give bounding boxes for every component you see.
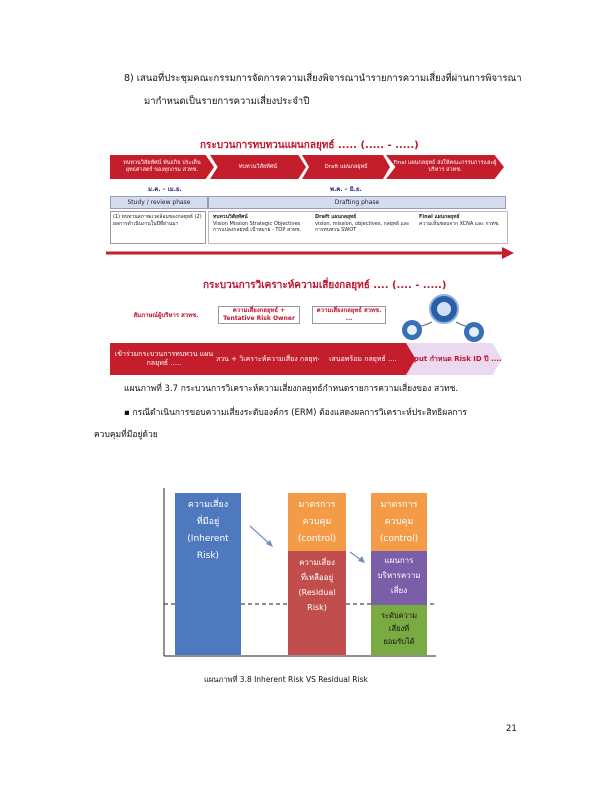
bar3-bottom-line-3: ยอมรับได้ — [383, 637, 415, 646]
risk-cycle-graphic — [402, 294, 484, 342]
bar1-line-1: ความเสี่ยง — [187, 500, 229, 510]
risk-plan-bar: แผนการ บริหารความ เสี่ยง — [371, 551, 427, 605]
study-phase: Study / review phase — [110, 196, 208, 209]
bar1-line-2: ที่มีอยู่ — [196, 517, 220, 527]
bar3-mid-line-3: เสี่ยง — [390, 586, 408, 595]
bar1-line-3: (Inherent — [187, 534, 229, 544]
figure-caption-3-7: แผนภาพที่ 3.7 กระบวนการวิเคราะห์ความเสี่… — [124, 384, 459, 394]
strategy-step-4: Final แผนกลยุทธ์ ส่งให้คณะกรรมการและผู้บ… — [386, 155, 504, 179]
date-range-2: พ.ค. – มิ.ย. — [330, 186, 362, 193]
bar3-mid-line-1: แผนการ — [384, 556, 414, 565]
box3-title: Draft แผนกลยุทธ์ — [315, 214, 357, 220]
strategy-step-3: Draft แผนกลยุทธ์ — [302, 155, 390, 179]
bar2-top-line-3: (control) — [297, 534, 337, 544]
drafting-phase: Drafting phase — [208, 196, 506, 209]
control-bar-2: มาตรการ ควบคุม (control) — [371, 493, 427, 551]
bar2-bottom-line-2: ที่เหลืออยู่ — [300, 573, 334, 582]
box4-title: Final แผนกลยุทธ์ — [419, 214, 460, 220]
acceptable-risk-bar: ระดับความ เสี่ยงที่ ยอมรับได้ — [371, 605, 427, 655]
risk-title: กระบวนการวิเคราะห์ความเสี่ยงกลยุทธ์ ....… — [203, 280, 447, 291]
bar2-bottom-line-5: Risk) — [307, 603, 327, 612]
bar3-top-line-1: มาตรการ — [380, 500, 418, 510]
bar1-line-4: Risk) — [196, 551, 220, 561]
date-range-1: ม.ค. – เม.ย. — [148, 186, 182, 193]
strategy-step-2: ทบทวนวิสัยทัศน์ — [210, 155, 306, 179]
bar3-bottom-line-1: ระดับความ — [380, 611, 418, 620]
risk-step-1: เข้าร่วมกระบวนการทบทวน แผนกลยุทธ์ ..... — [110, 343, 218, 375]
risk-label-3: ความเสี่ยงกลยุทธ์ สวทช. ... — [312, 306, 386, 324]
drafting-box: ทบทวนวิสัยทัศน์ Vision Mission Strategic… — [208, 211, 508, 244]
study-box: (1) ทบทวนสภาพแวดล้อมของกลยุทธ์ (2) ผลการ… — [110, 211, 206, 244]
timeline-arrow — [106, 247, 514, 259]
page-number: 21 — [506, 724, 517, 734]
bar2-bottom-line-1: ความเสี่ยง — [299, 558, 335, 567]
bullet-line-2: ควบคุมที่มีอยู่ด้วย — [94, 430, 158, 440]
bar3-bottom-line-2: เสี่ยงที่ — [388, 624, 410, 633]
risk-label-1: สัมภาษณ์ผู้บริหาร สวทช. — [133, 312, 199, 319]
box4-text: ความเห็นชอบจาก XCNA และ กวทช. — [419, 220, 500, 227]
strategy-step-1: ทบทวนวิสัยทัศน์ พันธกิจ ประเด็นยุทธศาสตร… — [110, 155, 214, 179]
box2-text: Vision Mission Strategic Objectives การแ… — [213, 220, 302, 234]
risk-label-2: ความเสี่ยงกลยุทธ์ + Tentative Risk Owner — [218, 306, 300, 324]
control-bar-1: มาตรการ ควบคุม (control) — [288, 493, 346, 551]
bullet-line-1: ▪ กรณีดำเนินการขอบความเสี่ยงระดับองค์กร … — [124, 408, 467, 418]
intro-line-1: 8) เสนอที่ประชุมคณะกรรมการจัดการความเสี่… — [124, 73, 522, 84]
strategy-title: กระบวนการทบทวนแผนกลยุทธ์ ..... (..... - … — [200, 140, 419, 151]
bar3-top-line-2: ควบคุม — [384, 517, 414, 527]
bar3-top-line-3: (control) — [379, 534, 419, 544]
box2-title: ทบทวนวิสัยทัศน์ — [213, 214, 248, 220]
risk-step-4: Input กำหนด Risk ID ปี .... — [406, 343, 502, 375]
bar2-bottom-line-4: (Residual — [298, 588, 336, 597]
inherent-risk-bar: ความเสี่ยง ที่มีอยู่ (Inherent Risk) — [175, 493, 241, 655]
bar2-top-line-2: ควบคุม — [302, 517, 332, 527]
box3-text: vision, mission, objectives, กลยุทธ์ และ… — [315, 220, 410, 234]
risk-step-3: เสนอพร้อม กลยุทธ์ .... — [308, 343, 418, 375]
bar3-mid-line-2: บริหารความ — [377, 571, 421, 580]
intro-line-2: มากำหนดเป็นรายการความเสี่ยงประจำปี — [144, 96, 310, 107]
figure-caption-3-8: แผนภาพที่ 3.8 Inherent Risk VS Residual … — [204, 675, 368, 684]
residual-risk-bar: ความเสี่ยง ที่เหลืออยู่ (Residual Risk) — [288, 551, 346, 655]
risk-step-2: ทบทวน + วิเคราะห์ความเสี่ยง กลยุทธ์ — [206, 343, 322, 375]
bar2-top-line-1: มาตรการ — [298, 500, 336, 510]
